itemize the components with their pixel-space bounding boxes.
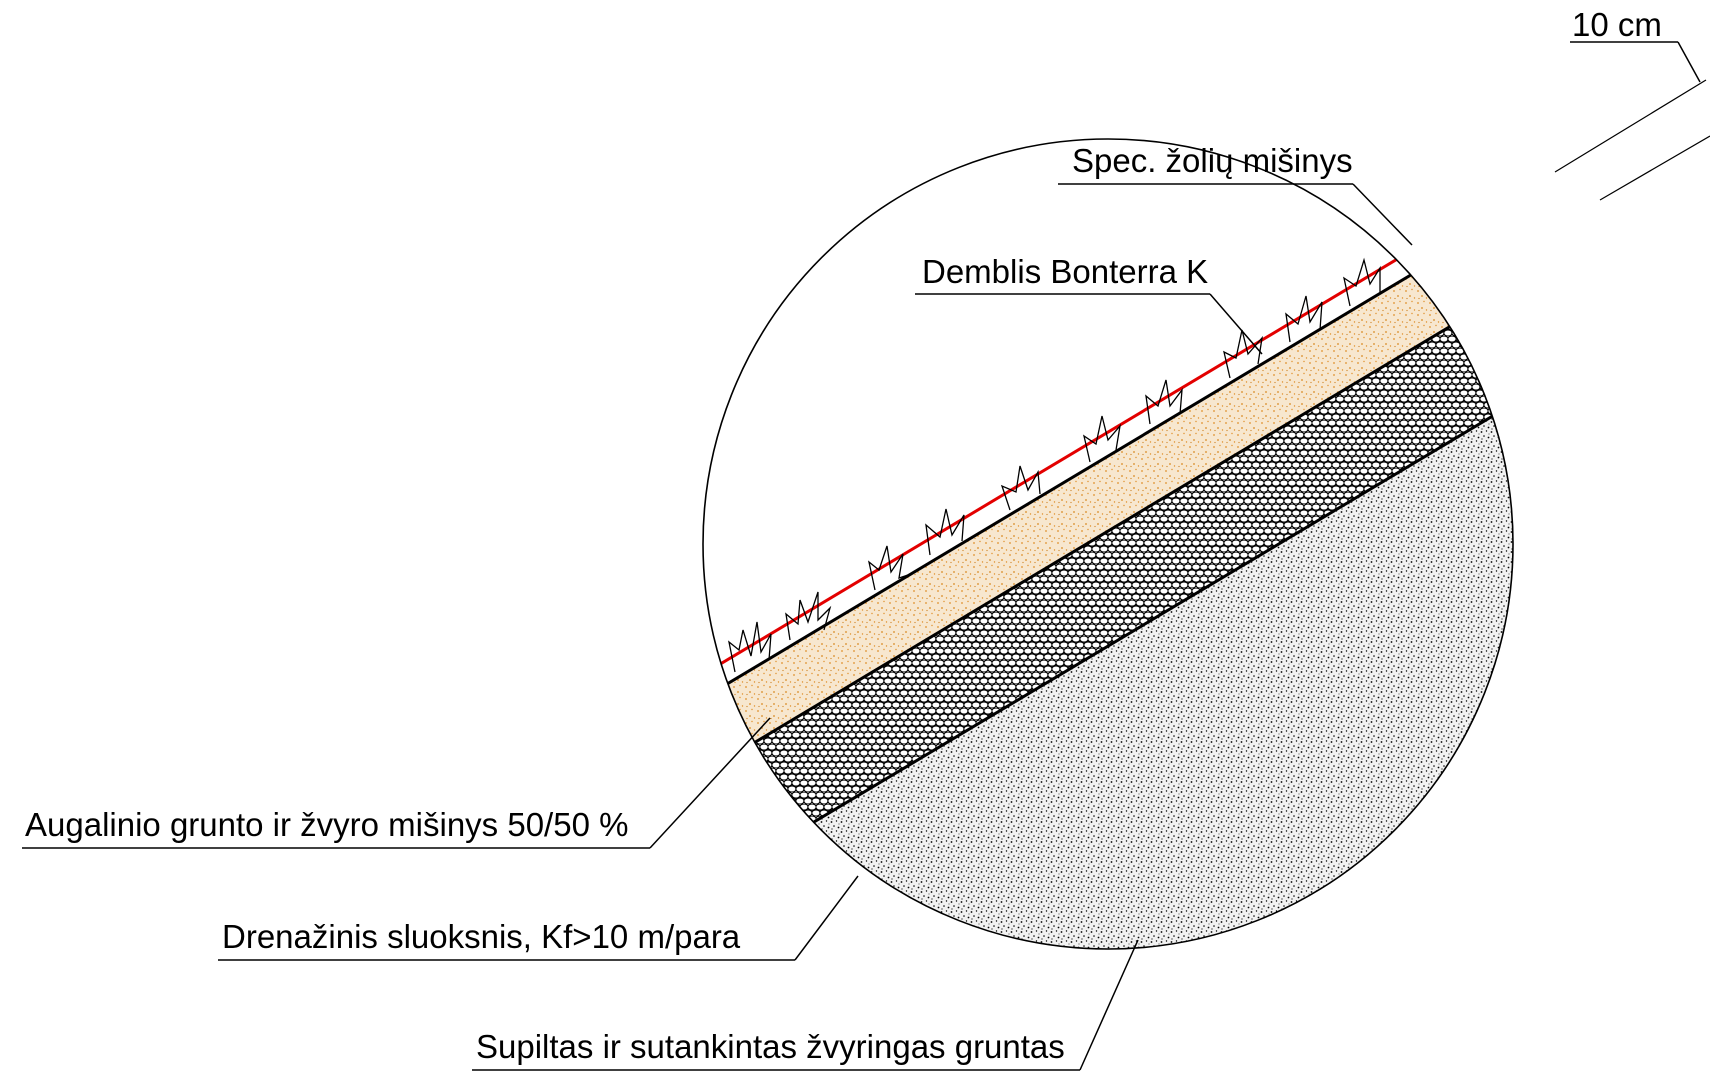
base-soil-label: Supiltas ir sutankintas žvyringas grunta… xyxy=(476,1028,1065,1065)
mat-leader xyxy=(1209,293,1263,355)
dimension-extension-top xyxy=(1554,79,1707,173)
drainage-layer-label: Drenažinis sluoksnis, Kf>10 m/para xyxy=(222,918,741,955)
mat-label: Demblis Bonterra K xyxy=(922,253,1208,290)
grass-mix-leader xyxy=(1352,183,1413,246)
dimension-extension-bottom xyxy=(1599,135,1710,201)
layer-group xyxy=(703,139,1513,949)
detail-circle xyxy=(702,138,1514,950)
drainage-layer-leader xyxy=(794,875,859,961)
soil-gravel-mix-leader xyxy=(649,717,771,849)
base-soil-leader xyxy=(1079,939,1139,1071)
dimension-leader xyxy=(1677,41,1701,83)
soil-top-line xyxy=(703,139,1513,762)
drainage-top-line xyxy=(703,163,1513,837)
dimension-label: 10 cm xyxy=(1572,6,1662,43)
grass-mix-label: Spec. žolių mišinys xyxy=(1072,142,1353,179)
drainage-layer xyxy=(703,165,1513,949)
soil-gravel-mix-label: Augalinio grunto ir žvyro mišinys 50/50 … xyxy=(25,806,628,843)
